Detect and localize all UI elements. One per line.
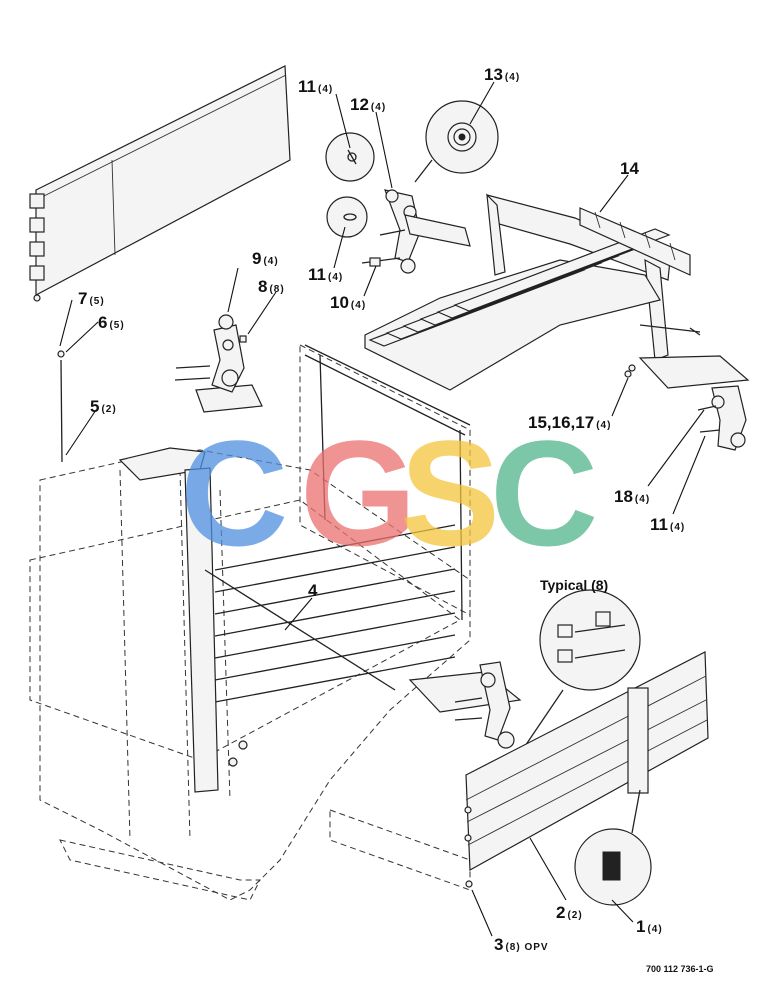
detail-roller	[414, 100, 499, 183]
watermark-letter: G	[300, 409, 417, 577]
svg-text:9(4): 9(4)	[252, 249, 279, 268]
detail-washer-upper	[325, 132, 375, 182]
svg-text:3(8) OPV: 3(8) OPV	[494, 935, 549, 954]
floor-slat	[214, 546, 456, 593]
support-rod	[57, 350, 65, 463]
side-panel-lower	[464, 651, 709, 888]
callout-8: 8(8)	[258, 277, 285, 296]
bracket-assembly-lower	[408, 661, 522, 749]
callout-3: 3(8) OPV	[494, 935, 549, 954]
typical-label: Typical (8)	[540, 577, 608, 593]
bracket-assembly-upper	[361, 189, 471, 274]
floor-slat	[214, 568, 456, 615]
svg-text:2(2): 2(2)	[556, 903, 583, 922]
callout-11-right: 11(4)	[650, 515, 685, 534]
floor-slat	[214, 590, 456, 637]
side-panel-top	[29, 65, 291, 302]
callout-11-top: 11(4)	[298, 77, 333, 96]
svg-text:8(8): 8(8)	[258, 277, 285, 296]
svg-text:1(4): 1(4)	[636, 917, 663, 936]
leader-lines	[59, 81, 706, 937]
svg-text:18(4): 18(4)	[614, 487, 650, 506]
callout-1: 1(4)	[636, 917, 663, 936]
floor-slat	[214, 612, 456, 659]
floor-slat	[214, 634, 456, 681]
callout-9: 9(4)	[252, 249, 279, 268]
callout-7: 7(5)	[78, 289, 105, 308]
svg-text:7(5): 7(5)	[78, 289, 105, 308]
floor-slat	[214, 524, 456, 571]
detail-washer-lower	[326, 196, 368, 238]
callout-13: 13(4)	[484, 65, 520, 84]
svg-text:5(2): 5(2)	[90, 397, 117, 416]
callout-14: 14	[620, 159, 639, 178]
svg-text:12(4): 12(4)	[350, 95, 386, 114]
watermark-letter: C	[490, 409, 598, 577]
floor-slat	[214, 656, 456, 703]
detail-typical	[474, 589, 641, 821]
svg-text:4: 4	[308, 581, 318, 600]
detail-wear-pad	[574, 789, 652, 906]
bracket-assembly-right	[624, 355, 750, 451]
bracket-assembly-left	[174, 314, 263, 413]
callout-5: 5(2)	[90, 397, 117, 416]
watermark-letter: C	[180, 409, 288, 577]
svg-text:6(5): 6(5)	[98, 313, 125, 332]
chute-frame	[364, 193, 701, 391]
watermark-letter: S	[400, 409, 500, 577]
callout-18: 18(4)	[614, 487, 650, 506]
svg-text:13(4): 13(4)	[484, 65, 520, 84]
main-frame	[29, 344, 471, 901]
chute-tubes	[579, 207, 691, 276]
watermark: C G S C	[180, 409, 598, 577]
callout-15-16-17: 15,16,17(4)	[528, 413, 611, 432]
callout-6: 6(5)	[98, 313, 125, 332]
callout-10: 10(4)	[330, 293, 366, 312]
callout-12: 12(4)	[350, 95, 386, 114]
svg-text:11(4): 11(4)	[650, 515, 685, 534]
chute-slat	[453, 228, 671, 312]
svg-text:11(4): 11(4)	[308, 265, 343, 284]
callout-11-mid: 11(4)	[308, 265, 343, 284]
svg-text:10(4): 10(4)	[330, 293, 366, 312]
svg-text:14: 14	[620, 159, 639, 178]
svg-text:15,16,17(4): 15,16,17(4)	[528, 413, 611, 432]
callout-2: 2(2)	[556, 903, 583, 922]
svg-text:11(4): 11(4)	[298, 77, 333, 96]
callout-4: 4	[308, 581, 318, 600]
drawing-reference: 700 112 736-1-G	[646, 964, 714, 974]
